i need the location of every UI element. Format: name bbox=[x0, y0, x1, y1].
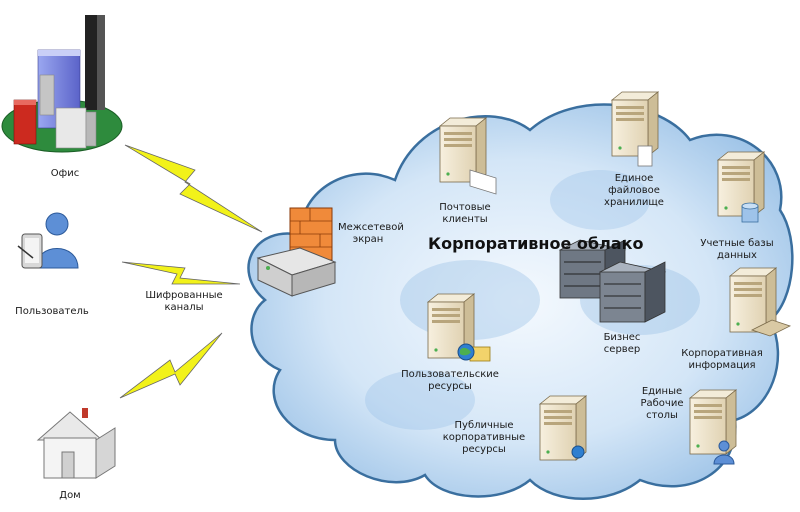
corp-info-label: Корпоративная информация bbox=[681, 348, 763, 371]
desktops-label: Единые Рабочие столы bbox=[640, 386, 684, 421]
office-icon bbox=[1, 15, 123, 153]
user-resources-label: Пользовательские ресурсы bbox=[401, 369, 499, 392]
encrypted-channel-office bbox=[124, 144, 263, 233]
accounts-label: Учетные базы данных bbox=[700, 238, 774, 261]
encrypted-channel-user bbox=[121, 261, 241, 285]
office-label: Офис bbox=[50, 168, 80, 179]
firewall-label: Межсетевой экран bbox=[338, 222, 404, 245]
user-label: Пользователь bbox=[15, 306, 89, 317]
globe-icon bbox=[571, 445, 585, 459]
tray-icon bbox=[750, 319, 792, 337]
home-label: Дом bbox=[59, 490, 81, 501]
document-icon bbox=[637, 145, 653, 167]
storage-label: Единое файловое хранилище bbox=[604, 173, 664, 208]
user-icon bbox=[17, 212, 79, 269]
home-icon bbox=[36, 408, 116, 479]
business-server-label: Бизнес сервер bbox=[603, 332, 641, 355]
firewall-icon bbox=[256, 207, 337, 297]
database-icon bbox=[741, 202, 759, 223]
person-small-icon bbox=[713, 440, 735, 465]
encrypted-channel-home bbox=[119, 332, 223, 399]
mail-label: Почтовые клиенты bbox=[439, 202, 491, 225]
rack-servers-icon bbox=[558, 239, 667, 323]
channels-label: Шифрованные каналы bbox=[145, 290, 223, 313]
cloud-title: Корпоративное облако bbox=[428, 234, 644, 253]
globe-folder-icon bbox=[457, 343, 491, 362]
public-resources-label: Публичные корпоративные ресурсы bbox=[442, 420, 526, 455]
mail-envelope-icon bbox=[469, 169, 497, 195]
